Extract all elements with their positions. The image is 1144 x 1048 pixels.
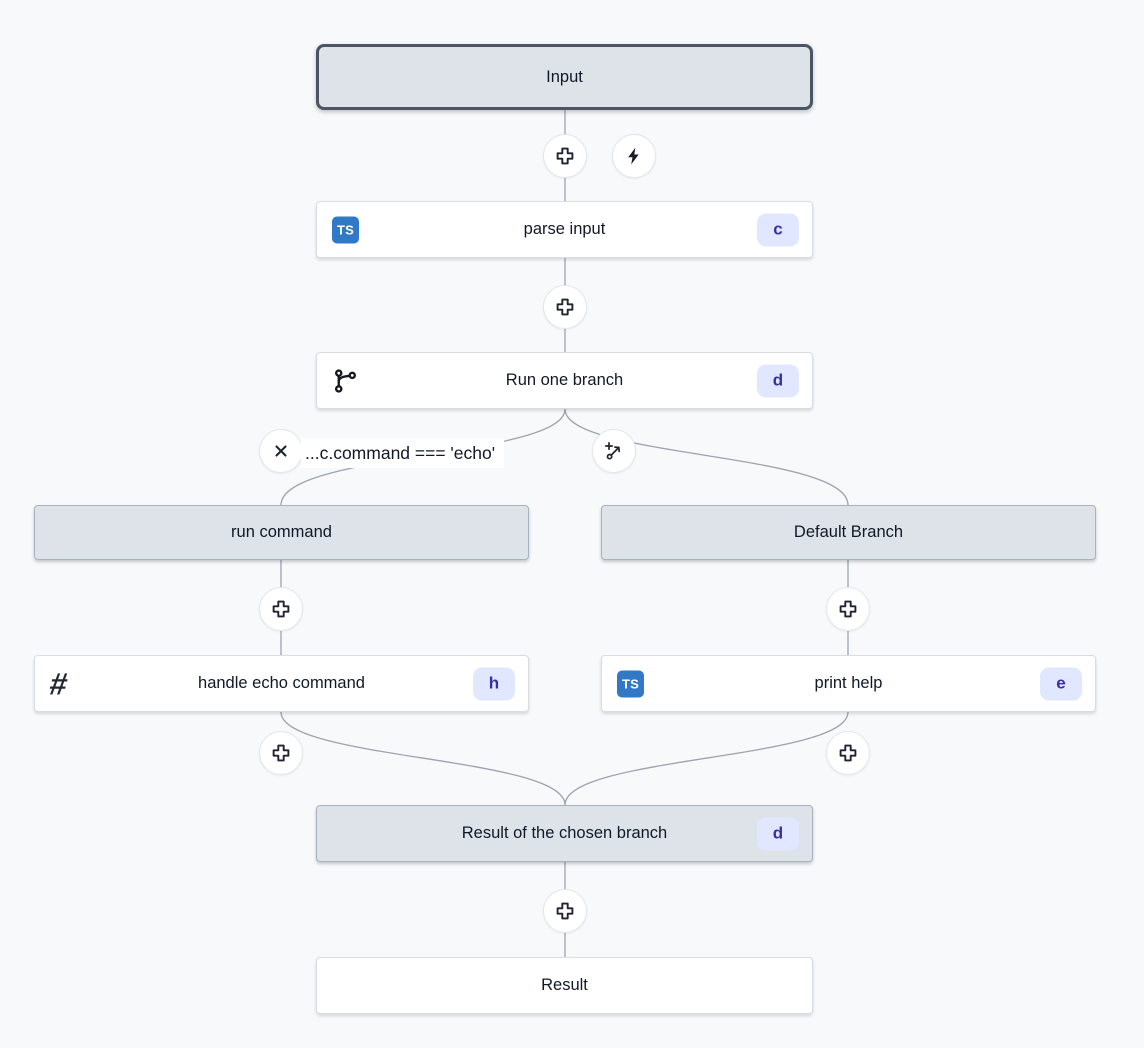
flow-result-node[interactable]: Result <box>316 957 813 1014</box>
add-step-button[interactable] <box>259 731 303 775</box>
add-step-button[interactable] <box>259 587 303 631</box>
branch-condition-label: ...c.command === 'echo' <box>301 438 505 468</box>
edge-split-right <box>564 408 849 506</box>
branch-header-label: run command <box>231 523 332 541</box>
branch-header-run-command[interactable]: run command <box>34 505 529 560</box>
add-step-button[interactable] <box>543 889 587 933</box>
merge-node-label: Result of the chosen branch <box>461 824 668 842</box>
typescript-icon: TS <box>332 216 359 243</box>
add-step-button[interactable] <box>543 285 587 329</box>
step-run-one-branch[interactable]: Run one branch d <box>316 352 813 409</box>
add-step-button[interactable] <box>826 587 870 631</box>
delete-branch-button[interactable] <box>259 429 303 473</box>
step-label: handle echo command <box>198 674 365 692</box>
step-id-badge: c <box>757 213 799 246</box>
step-handle-echo-command[interactable]: # handle echo command h <box>34 655 529 712</box>
branch-header-default[interactable]: Default Branch <box>601 505 1096 560</box>
edge-right-merge <box>564 711 849 806</box>
step-label: print help <box>814 674 883 692</box>
plus-icon <box>556 147 574 165</box>
add-trigger-button[interactable] <box>612 134 656 178</box>
branch-header-label: Default Branch <box>793 523 904 541</box>
plus-icon <box>556 298 574 316</box>
plus-icon <box>272 600 290 618</box>
step-label: Run one branch <box>505 371 624 389</box>
step-label: parse input <box>523 220 606 238</box>
plus-icon <box>839 744 857 762</box>
step-print-help[interactable]: TS print help e <box>601 655 1096 712</box>
typescript-icon: TS <box>617 670 644 697</box>
git-branch-icon <box>334 368 357 393</box>
lightning-icon <box>628 147 639 165</box>
branch-merge-result-node[interactable]: Result of the chosen branch d <box>316 805 813 862</box>
step-id-badge: e <box>1040 667 1082 700</box>
hash-icon: # <box>47 666 71 701</box>
flow-input-node[interactable]: Input <box>316 44 813 110</box>
add-branch-button[interactable] <box>592 429 636 473</box>
add-step-button[interactable] <box>543 134 587 178</box>
step-id-badge: h <box>473 667 515 700</box>
edge-left-merge <box>280 711 566 806</box>
add-step-button[interactable] <box>826 731 870 775</box>
close-icon <box>275 445 287 457</box>
input-node-label: Input <box>546 67 583 86</box>
plus-icon <box>839 600 857 618</box>
plus-icon <box>272 744 290 762</box>
plus-icon <box>556 902 574 920</box>
branch-plus-icon <box>604 441 621 460</box>
step-parse-input[interactable]: TS parse input c <box>316 201 813 258</box>
step-id-badge: d <box>757 364 799 397</box>
result-node-label: Result <box>541 976 588 994</box>
step-id-badge: d <box>757 817 799 850</box>
